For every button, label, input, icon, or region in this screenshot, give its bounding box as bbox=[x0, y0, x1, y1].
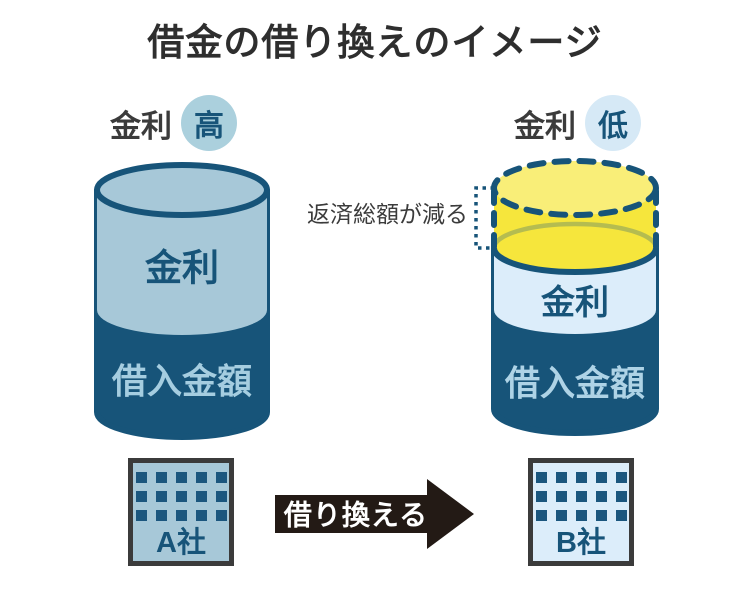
refinance-arrow-shape bbox=[275, 479, 474, 549]
company-a-windows bbox=[135, 472, 227, 521]
savings-annotation: 返済総額が減る bbox=[307, 201, 468, 227]
company-a-label: A社 bbox=[156, 527, 206, 559]
rate-high-badge: 高 bbox=[181, 95, 237, 151]
left-cylinder-interest-section bbox=[97, 190, 267, 335]
company-a-building: A社 bbox=[128, 458, 234, 566]
refinance-arrow: 借り換える bbox=[275, 479, 474, 549]
left-rate-label: 金利 高 bbox=[110, 95, 237, 151]
left-principal-label: 借入金額 bbox=[111, 362, 252, 402]
left-interest-label: 金利 bbox=[145, 247, 219, 289]
left-rate-text: 金利 bbox=[110, 108, 172, 144]
savings-bracket bbox=[474, 186, 494, 250]
company-b-label: B社 bbox=[556, 527, 606, 559]
right-interest-label: 金利 bbox=[540, 283, 609, 322]
left-cylinder-top bbox=[94, 162, 270, 218]
page-title: 借金の借り換えのイメージ bbox=[147, 22, 603, 63]
right-principal-label: 借入金額 bbox=[504, 364, 645, 404]
right-rate-text: 金利 bbox=[514, 108, 576, 144]
left-cylinder: 金利 借入金額 bbox=[94, 162, 270, 440]
right-cylinder: 金利 借入金額 bbox=[491, 158, 659, 436]
company-b-windows bbox=[535, 472, 627, 521]
savings-dashed-sides bbox=[491, 188, 659, 253]
savings-dashed-top bbox=[491, 158, 659, 218]
right-rate-label: 金利 低 bbox=[514, 95, 641, 151]
rate-low-badge: 低 bbox=[585, 95, 641, 151]
right-cylinder-front-arc bbox=[491, 247, 659, 275]
refinance-arrow-label: 借り換える bbox=[283, 500, 428, 531]
company-b-building: B社 bbox=[528, 458, 634, 566]
